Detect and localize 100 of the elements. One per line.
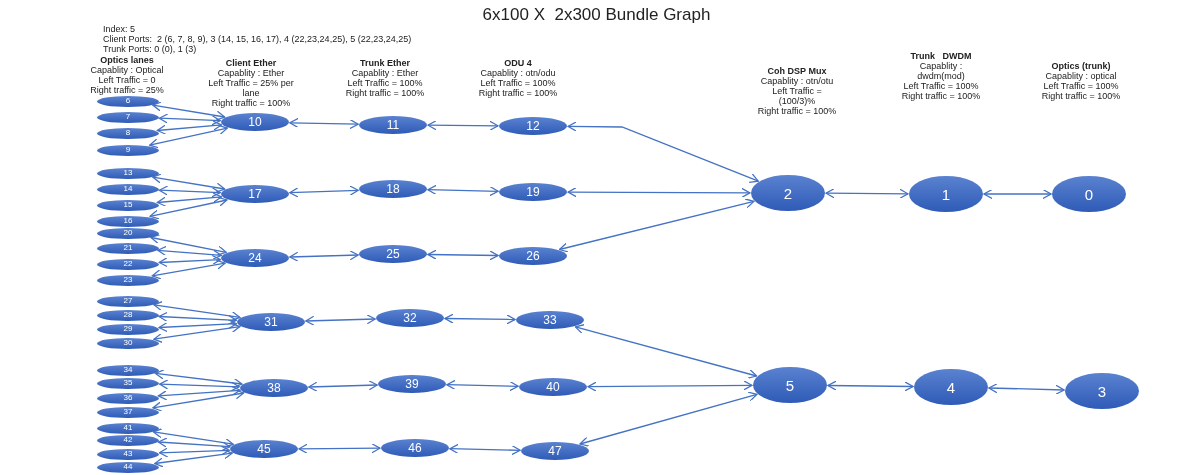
node-ellipse: 17 [221,185,289,203]
arrow [151,259,226,280]
node-ellipse: 2 [751,175,825,211]
node-ellipse: 21 [97,242,159,254]
arrow [149,124,228,149]
arrow [158,254,222,268]
arrow [587,380,753,392]
node-ellipse: 31 [237,313,305,331]
property-text: Right traffic = 100% [900,91,982,101]
info-text: Trunk Ports: 0 (0), 1 (3) [103,44,197,54]
node-ellipse: 20 [97,227,159,239]
node-ellipse: 43 [97,448,159,460]
node-ellipse: 37 [97,406,159,418]
node-ellipse: 39 [378,375,446,393]
node-ellipse: 30 [97,337,159,349]
node-ellipse: 33 [516,311,584,329]
column-heading: Optics (trunk) [1050,61,1112,71]
node-ellipse: 4 [914,369,988,405]
node-ellipse: 47 [521,442,589,460]
arrow [157,385,241,401]
arrow [308,380,378,392]
node-ellipse: 1 [909,176,983,212]
arrow [149,196,228,220]
node-ellipse: 3 [1065,373,1139,409]
arrow [427,184,499,197]
arrow [156,120,223,135]
column-heading: Coh DSP Mux [766,66,828,76]
property-text: Left Traffic = 0 [97,75,157,85]
node-ellipse: 27 [97,295,159,307]
property-text: Left Traffic = 100% [1042,81,1120,91]
arrow [579,391,758,447]
arrow [152,389,245,412]
arrow [158,113,221,126]
info-text: Index: 5 [103,24,136,34]
arrow [427,120,499,131]
column-heading: ODU 4 [503,58,533,68]
node-ellipse: 12 [499,117,567,135]
node-ellipse: 44 [97,461,159,473]
property-text: Left Traffic = 100% [346,78,424,88]
node-ellipse: 25 [359,245,427,263]
node-ellipse: 35 [97,377,159,389]
node-ellipse: 14 [97,183,159,195]
arrow [427,249,499,261]
node-ellipse: 42 [97,434,159,446]
arrow [827,380,914,392]
arrow [157,245,222,260]
arrow [152,173,226,193]
node-ellipse: 15 [97,199,159,211]
node-ellipse: 36 [97,392,159,404]
arrow [152,428,234,449]
arrow [825,188,909,199]
property-text: Capablity : Ether [350,68,420,78]
node-ellipse: 29 [97,323,159,335]
column-heading: Client Ether [224,58,278,68]
property-text: Capablity : optical [1044,71,1118,81]
arrow [150,234,227,256]
property-text: Right traffic = 25% [89,85,165,95]
node-ellipse: 26 [499,247,567,265]
arrow [156,192,223,207]
node-ellipse: 40 [519,378,587,396]
property-text: Capablity : otn/otu [759,76,835,86]
arrow [988,383,1065,395]
node-ellipse: 45 [230,440,298,458]
node-ellipse: 34 [97,364,159,376]
node-ellipse: 18 [359,180,427,198]
node-ellipse: 6 [97,95,159,107]
property-text: Right traffic = 100% [210,98,292,108]
arrow [983,188,1052,200]
arrow [558,198,755,253]
node-ellipse: 5 [753,367,827,403]
arrow [305,314,376,326]
node-ellipse: 32 [376,309,444,327]
property-text: Capablity : dwdm(mod) [916,61,966,81]
property-text: Left Traffic = (100/3)% [771,86,823,106]
node-ellipse: 38 [240,379,308,397]
property-text: Capablity : otn/odu [479,68,557,78]
arrow [298,443,381,454]
node-ellipse: 16 [97,215,159,227]
node-ellipse: 22 [97,258,159,270]
arrow [289,117,359,130]
arrow [158,379,240,392]
node-ellipse: 28 [97,309,159,321]
arrow [152,101,226,121]
node-ellipse: 13 [97,167,159,179]
arrow [289,250,359,262]
arrow [154,449,233,468]
node-ellipse: 9 [97,144,159,156]
info-text: Client Ports: 2 (6, 7, 8, 9), 3 (14, 15, 16, 17), 4 (22,23,24,25), 5 (22,23,24,25) [103,34,412,44]
arrow [158,445,230,458]
arrow [567,121,759,183]
property-text: Right traffic = 100% [1040,91,1122,101]
node-ellipse: 11 [359,116,427,134]
property-text: Left Traffic = 25% per lane [207,78,295,98]
node-ellipse: 7 [97,111,159,123]
node-ellipse: 46 [381,439,449,457]
property-text: Capablity : Optical [89,65,165,75]
node-ellipse: 10 [221,113,289,131]
arrow [153,300,241,322]
arrow [446,379,519,392]
node-ellipse: 41 [97,422,159,434]
